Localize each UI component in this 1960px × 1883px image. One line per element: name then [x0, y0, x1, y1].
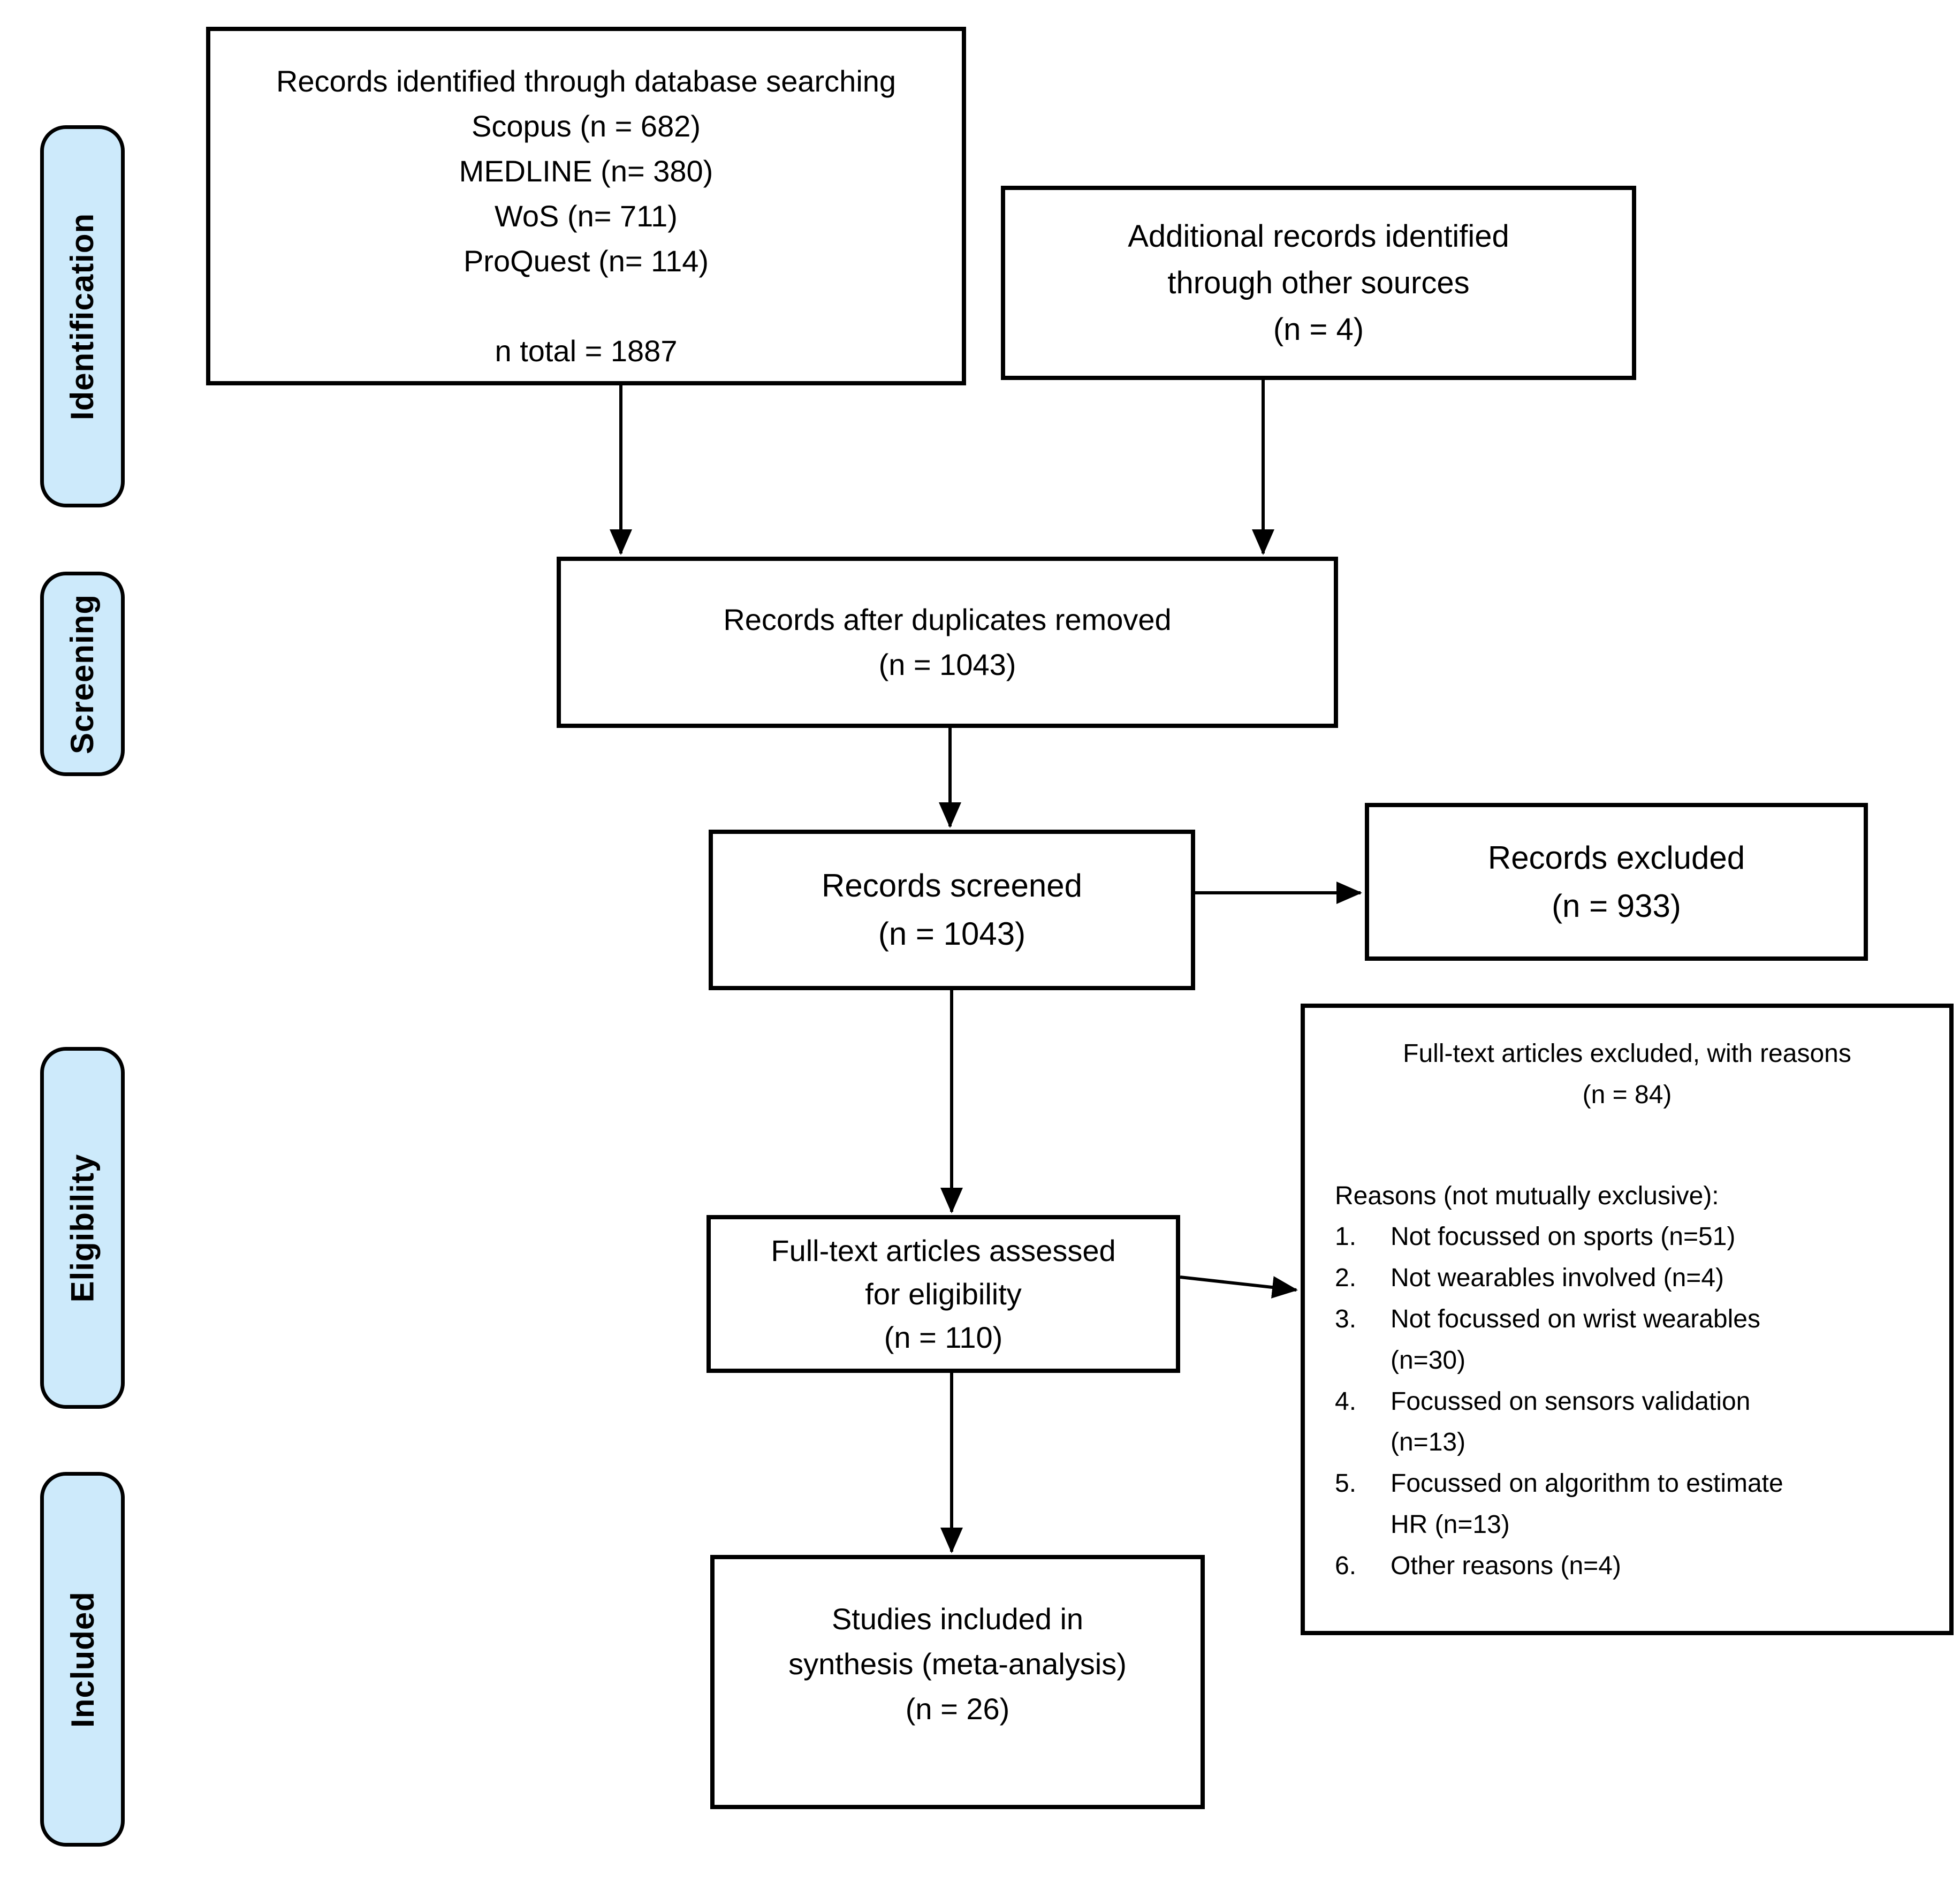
reason-item: 3. Not focussed on wrist wearables (n=30)	[1335, 1299, 1919, 1381]
reason-item-number: 5.	[1335, 1469, 1357, 1498]
arrow-fulltext-to-reasons	[1180, 1275, 1298, 1299]
box-fulltext-assessed: Full-text articles assessed for eligibil…	[706, 1215, 1180, 1373]
reason-item: 2. Not wearables involved (n=4)	[1335, 1258, 1919, 1299]
box-additional-records: Additional records identified through ot…	[1001, 186, 1636, 380]
reasons-intro: Reasons (not mutually exclusive):	[1335, 1181, 1719, 1210]
box-records-identified-text: Records identified through database sear…	[276, 64, 897, 368]
box-studies-included: Studies included in synthesis (meta-anal…	[710, 1555, 1205, 1809]
stage-label-screening: Screening	[40, 572, 125, 776]
box-fulltext-assessed-text: Full-text articles assessed for eligibil…	[771, 1233, 1116, 1355]
reason-item-number: 2.	[1335, 1264, 1357, 1293]
box-records-screened: Records screened (n = 1043)	[709, 830, 1195, 990]
reason-item-text: Not focussed on wrist wearables (n=30)	[1391, 1304, 1760, 1375]
reasons-list: 1. Not focussed on sports (n=51) 2. Not wea…	[1335, 1217, 1919, 1586]
box-records-after-duplicates-text: Records after duplicates removed (n = 10…	[723, 603, 1172, 681]
reason-item-text: Not wearables involved (n=4)	[1391, 1264, 1724, 1293]
reason-item-number: 4.	[1335, 1387, 1357, 1416]
reason-item-text: Not focussed on sports (n=51)	[1391, 1223, 1736, 1251]
reason-item-number: 3.	[1335, 1304, 1357, 1333]
stage-label-included-text: Included	[64, 1591, 101, 1728]
box-studies-included-text: Studies included in synthesis (meta-anal…	[788, 1602, 1127, 1726]
stage-label-identification: Identification	[40, 125, 125, 507]
reason-item-text: Focussed on sensors validation (n=13)	[1391, 1387, 1751, 1457]
stage-label-identification-text: Identification	[64, 212, 101, 420]
stage-label-eligibility-text: Eligibility	[64, 1153, 101, 1302]
reasons-header: Full-text articles excluded, with reason…	[1403, 1039, 1851, 1109]
reason-item-text: Other reasons (n=4)	[1391, 1551, 1621, 1580]
box-records-excluded: Records excluded (n = 933)	[1365, 803, 1868, 961]
box-records-after-duplicates: Records after duplicates removed (n = 10…	[557, 557, 1338, 728]
box-fulltext-excluded-reasons: Full-text articles excluded, with reason…	[1301, 1004, 1954, 1635]
box-additional-records-text: Additional records identified through ot…	[1128, 219, 1509, 347]
box-records-excluded-text: Records excluded (n = 933)	[1487, 839, 1745, 924]
reason-item: 6. Other reasons (n=4)	[1335, 1546, 1919, 1587]
reason-item-number: 6.	[1335, 1551, 1357, 1580]
reason-item: 5. Focussed on algorithm to estimate HR (…	[1335, 1463, 1919, 1546]
reason-item: 1. Not focussed on sports (n=51)	[1335, 1217, 1919, 1258]
box-records-identified: Records identified through database sear…	[206, 27, 966, 385]
box-records-screened-text: Records screened (n = 1043)	[822, 868, 1082, 952]
stage-label-screening-text: Screening	[64, 594, 101, 754]
reason-item-number: 1.	[1335, 1223, 1357, 1251]
stage-label-included: Included	[40, 1472, 125, 1847]
reason-item-text: Focussed on algorithm to estimate HR (n=…	[1391, 1469, 1783, 1539]
reason-item: 4. Focussed on sensors validation (n=13)	[1335, 1381, 1919, 1464]
stage-label-eligibility: Eligibility	[40, 1047, 125, 1409]
